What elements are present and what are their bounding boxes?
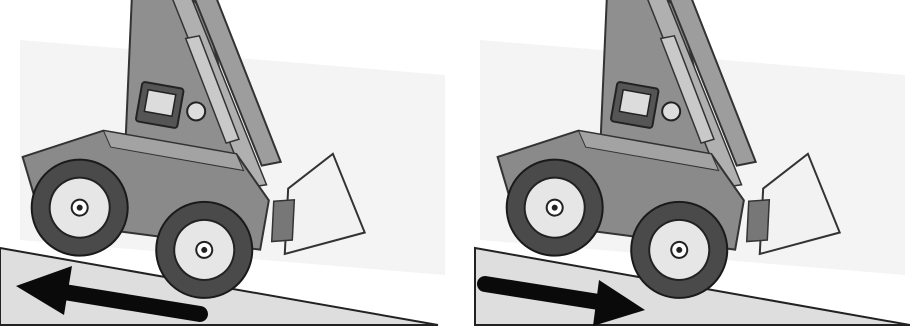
scene-svg: [455, 0, 910, 328]
scene-svg: [0, 0, 455, 328]
panel-downhill-forward: [455, 0, 910, 328]
panel-uphill-backward: [0, 0, 455, 328]
